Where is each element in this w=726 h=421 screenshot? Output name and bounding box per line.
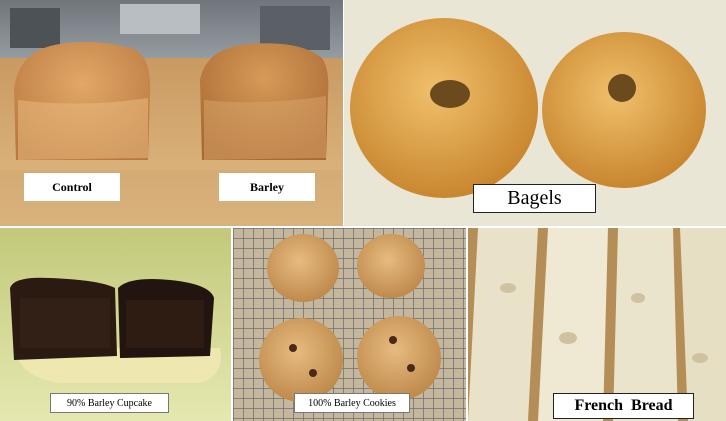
cupcake-illustration — [0, 228, 231, 421]
caption-french-bread: French Bread — [553, 393, 694, 419]
french-bread-photo — [468, 228, 726, 421]
cupcake-photo — [0, 228, 231, 421]
french-bread-illustration — [468, 228, 726, 421]
caption-cupcake: 90% Barley Cupcake — [50, 393, 169, 413]
caption-barley: Barley — [219, 173, 315, 201]
cookies-photo — [233, 228, 466, 421]
cookies-illustration — [233, 228, 466, 421]
caption-bagels: Bagels — [473, 184, 596, 213]
caption-cookies: 100% Barley Cookies — [294, 393, 410, 413]
caption-control: Control — [24, 173, 120, 201]
